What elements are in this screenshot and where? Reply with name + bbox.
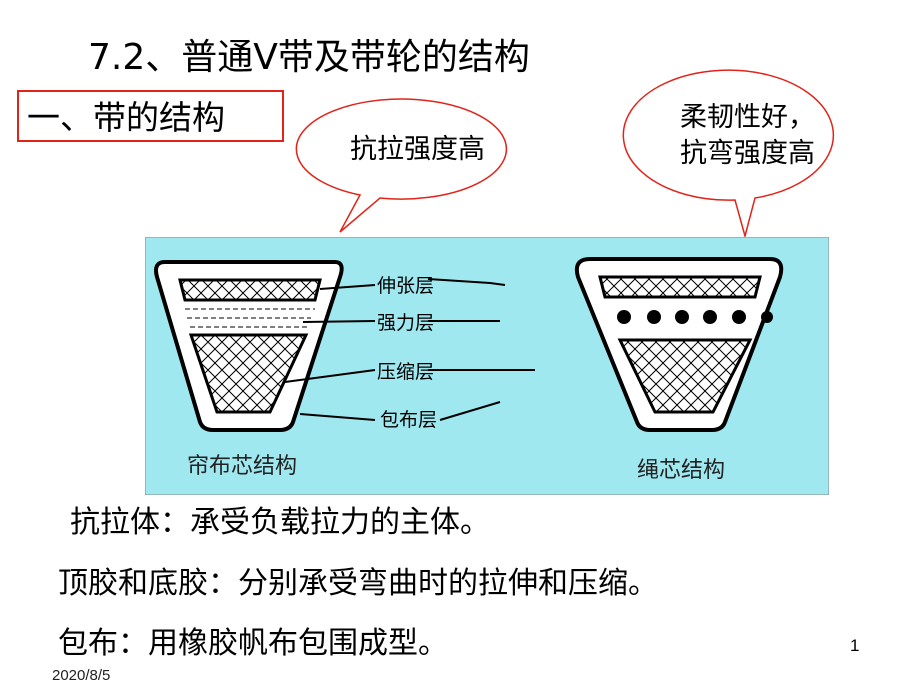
cord-core-belt xyxy=(574,257,784,432)
caption-cord-fabric: 帘布芯结构 xyxy=(187,454,297,479)
body-line-top-bottom-rubber: 顶胶和底胶：分别承受弯曲时的拉伸和压缩。 xyxy=(58,566,658,601)
label-compression-layer: 压缩层 xyxy=(377,361,434,383)
cord-fabric-belt xyxy=(154,260,344,432)
v-belt-diagram: 伸张层 强力层 压缩层 包布层 帘布芯结构 绳芯结构 xyxy=(145,237,829,495)
label-strength-layer: 强力层 xyxy=(377,312,434,334)
label-cover-layer: 包布层 xyxy=(380,409,437,431)
leader-lines xyxy=(284,278,535,421)
footer-date: 2020/8/5 xyxy=(52,667,111,684)
label-tension-layer: 伸张层 xyxy=(377,275,434,297)
callout-bubble-left xyxy=(295,98,508,233)
callout-right-line2: 抗弯强度高 xyxy=(680,138,815,169)
body-line-cover: 包布：用橡胶帆布包围成型。 xyxy=(58,626,448,661)
caption-cord-core: 绳芯结构 xyxy=(637,458,725,483)
section-heading: 一、带的结构 xyxy=(17,90,284,142)
callout-right-text: 柔韧性好， 抗弯强度高 xyxy=(680,100,815,172)
callout-left-text: 抗拉强度高 xyxy=(350,134,485,165)
callout-right-line1: 柔韧性好， xyxy=(680,102,815,133)
page-number: 1 xyxy=(850,636,860,655)
body-line-tension-member: 抗拉体：承受负载拉力的主体。 xyxy=(70,505,490,540)
callout-bubble-right xyxy=(622,69,835,239)
slide-title: 7.2、普通V带及带轮的结构 xyxy=(88,37,530,78)
callout-bubbles xyxy=(295,69,835,239)
